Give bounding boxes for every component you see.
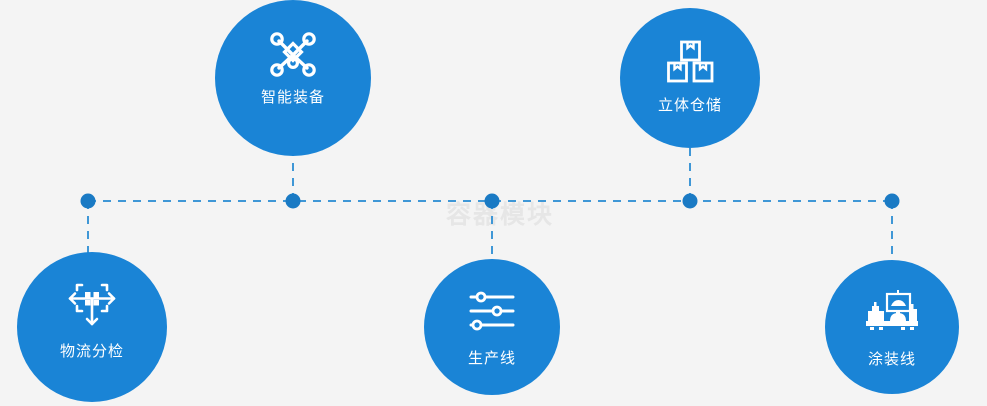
stacked-boxes-icon xyxy=(662,36,718,88)
node-label-logistics-sorting: 物流分检 xyxy=(59,343,124,360)
node-label-painting-line: 涂装线 xyxy=(867,351,916,368)
node-label-production-line: 生产线 xyxy=(467,350,516,367)
node-label-smart-equipment: 智能装备 xyxy=(260,89,325,106)
network-nodes-icon xyxy=(265,28,321,80)
node-painting-line[interactable]: 涂装线 xyxy=(825,260,959,394)
node-production-line[interactable]: 生产线 xyxy=(424,259,560,395)
spine-node-3[interactable] xyxy=(484,193,500,209)
watermark-text: 容器模块 xyxy=(445,201,554,229)
node-smart-equipment[interactable]: 智能装备 xyxy=(215,0,371,156)
paint-booth-icon xyxy=(864,286,920,338)
spine-node-1[interactable] xyxy=(80,193,96,209)
node-label-stereo-warehouse: 立体仓储 xyxy=(657,97,722,114)
sliders-icon xyxy=(464,285,520,337)
spine-node-4[interactable] xyxy=(682,193,698,209)
spine-node-5[interactable] xyxy=(884,193,900,209)
sorting-scan-icon xyxy=(64,278,120,330)
node-logistics-sorting[interactable]: 物流分检 xyxy=(17,252,167,402)
spine-node-2[interactable] xyxy=(285,193,301,209)
node-stereo-warehouse[interactable]: 立体仓储 xyxy=(620,8,760,148)
